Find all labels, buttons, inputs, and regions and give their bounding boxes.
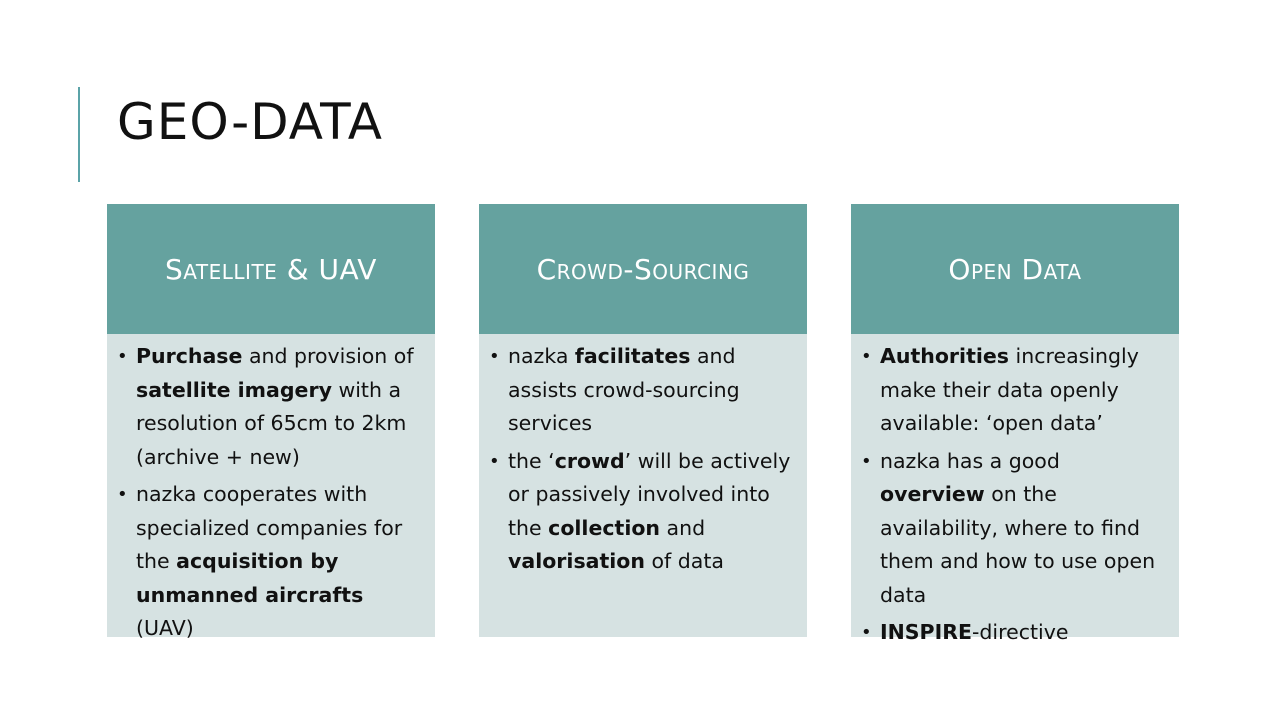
bullet-item: INSPIRE-directive [861,616,1169,650]
bullet-item: Purchase and provision of satellite imag… [117,340,425,474]
title-accent-bar [78,87,80,182]
card-heading: Crowd-Sourcing [479,204,807,334]
text-run: nazka has a good [880,448,1060,473]
bullet-list: nazka facilitates and assists crowd-sour… [489,340,797,579]
bold-text: acquisition by unmanned aircrafts [136,549,364,607]
card-heading: Open Data [851,204,1179,334]
text-run: the ‘ [508,448,555,473]
text-run: (UAV) [136,616,194,640]
text-run: nazka cooperates with specialized compan… [136,482,403,573]
text-run: of data [644,549,724,573]
bullet-item: Authorities increasingly make their data… [861,340,1169,441]
card-body: Purchase and provision of satellite imag… [107,334,435,646]
bold-text: satellite imagery [136,377,332,402]
bullet-list: Purchase and provision of satellite imag… [117,340,425,646]
bold-text: overview [880,482,985,506]
text-run: ’ will be actively or passively involved… [508,448,791,540]
card-body: nazka facilitates and assists crowd-sour… [479,334,807,579]
bold-text: crowd [554,448,625,473]
bullet-list: Authorities increasingly make their data… [861,340,1169,650]
bold-text: collection [548,515,661,540]
card-heading: Satellite & UAV [107,204,435,334]
text-run: and assists crowd-sourcing services [508,344,740,435]
text-run: increasingly make their data openly avai… [880,344,1139,435]
bullet-item: nazka cooperates with specialized compan… [117,478,425,646]
bold-text: valorisation [508,549,645,573]
text-run: on the availability, where to find them … [880,482,1156,607]
text-run: -directive [972,620,1069,644]
text-run: nazka [508,344,575,368]
text-run: and provision of [242,344,414,368]
bold-text: Authorities [880,344,1010,368]
card-crowd-sourcing: Crowd-Sourcing nazka facilitates and ass… [479,204,807,637]
bullet-item: the ‘crowd’ will be actively or passivel… [489,445,797,579]
bullet-item: nazka facilitates and assists crowd-sour… [489,340,797,441]
slide-title: GEO-DATA [117,93,383,151]
card-open-data: Open Data Authorities increasingly make … [851,204,1179,649]
bold-text: Purchase [136,344,243,368]
bullet-item: nazka has a good overview on the availab… [861,445,1169,613]
bold-text: INSPIRE [880,620,972,644]
bold-text: facilitates [574,344,691,368]
card-satellite-uav: Satellite & UAV Purchase and provision o… [107,204,435,640]
text-run: with a resolution of 65cm to 2km (archiv… [136,377,407,469]
card-body: Authorities increasingly make their data… [851,334,1179,650]
text-run: and [660,515,706,540]
